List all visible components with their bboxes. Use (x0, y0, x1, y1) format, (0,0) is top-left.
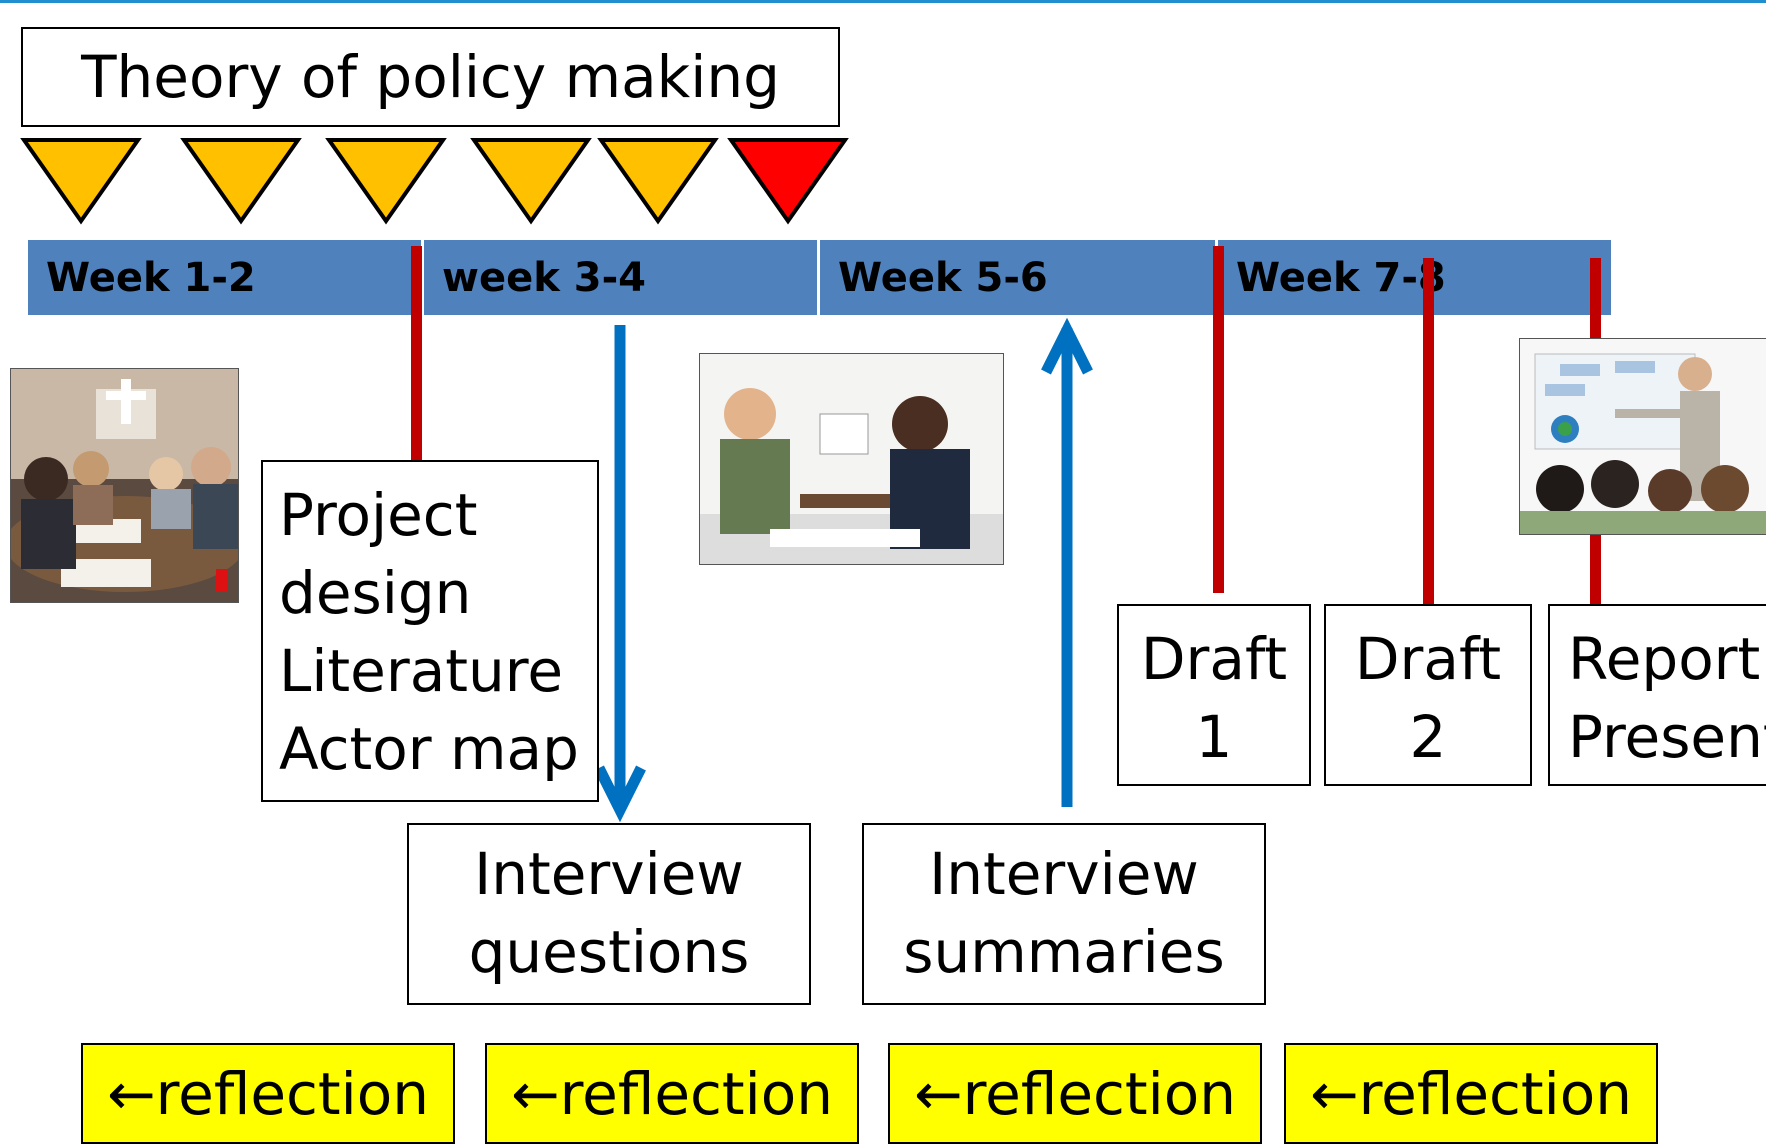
report-present-box: Report Present (1548, 604, 1766, 786)
students-studying-photo (10, 368, 239, 603)
milestone-line-draft1 (1213, 246, 1224, 593)
reflection-box-3: ←reflection (888, 1043, 1262, 1144)
project-line-3: Literature (279, 637, 563, 705)
reflection-box-4: ←reflection (1284, 1043, 1658, 1144)
interview-summaries-box: Interview summaries (862, 823, 1266, 1005)
reflection-label-1: ←reflection (106, 1059, 430, 1128)
up-arrow (1041, 317, 1093, 807)
report-line-2: Present (1568, 703, 1766, 771)
reflection-box-2: ←reflection (485, 1043, 859, 1144)
week-bar-3: Week 5-6 (820, 240, 1215, 315)
week-label-4: Week 7-8 (1236, 254, 1446, 301)
reflection-label-2: ←reflection (510, 1059, 834, 1128)
draft-1-line-1: Draft (1140, 625, 1288, 693)
reflection-label-3: ←reflection (913, 1059, 1237, 1128)
presentation-photo (1519, 338, 1766, 535)
milestone-line-project (411, 246, 422, 460)
week-label-3: Week 5-6 (838, 254, 1048, 301)
week-bar-4: Week 7-8 (1218, 240, 1611, 315)
milestone-triangle-5 (597, 138, 719, 225)
report-line-1: Report (1568, 625, 1761, 693)
reflection-label-4: ←reflection (1309, 1059, 1633, 1128)
top-border-line (0, 0, 1766, 3)
interview-questions-line-1: Interview (474, 840, 744, 908)
draft-2-line-1: Draft (1354, 625, 1502, 693)
project-line-2: design (279, 559, 472, 627)
presentation-image (1520, 339, 1766, 534)
theory-title: Theory of policy making (81, 43, 780, 111)
week-bar-1: Week 1-2 (28, 240, 421, 315)
students-studying-image (11, 369, 238, 602)
triangle-row (20, 138, 849, 225)
draft-1-line-2: 1 (1195, 703, 1233, 771)
milestone-triangle-4 (470, 138, 592, 225)
theory-title-box: Theory of policy making (21, 27, 840, 127)
project-line-4: Actor map (279, 715, 579, 783)
milestone-triangle-1 (20, 138, 142, 225)
milestone-triangle-3 (325, 138, 447, 225)
week-bar-2: week 3-4 (424, 240, 817, 315)
project-design-box: Project design Literature Actor map (261, 460, 599, 802)
milestone-line-draft2 (1423, 258, 1434, 604)
week-label-2: week 3-4 (442, 254, 647, 301)
interview-handshake-photo (699, 353, 1004, 565)
interview-handshake-image (700, 354, 1003, 564)
milestone-triangle-6-red (727, 138, 849, 225)
interview-summaries-line-1: Interview (929, 840, 1199, 908)
project-line-1: Project (279, 481, 478, 549)
draft-2-line-2: 2 (1409, 703, 1447, 771)
draft-2-box: Draft 2 (1324, 604, 1532, 786)
reflection-box-1: ←reflection (81, 1043, 455, 1144)
milestone-triangle-2 (180, 138, 302, 225)
interview-summaries-line-2: summaries (903, 918, 1225, 986)
down-arrow (594, 325, 646, 823)
draft-1-box: Draft 1 (1117, 604, 1311, 786)
interview-questions-box: Interview questions (407, 823, 811, 1005)
week-label-1: Week 1-2 (46, 254, 256, 301)
interview-questions-line-2: questions (468, 918, 750, 986)
